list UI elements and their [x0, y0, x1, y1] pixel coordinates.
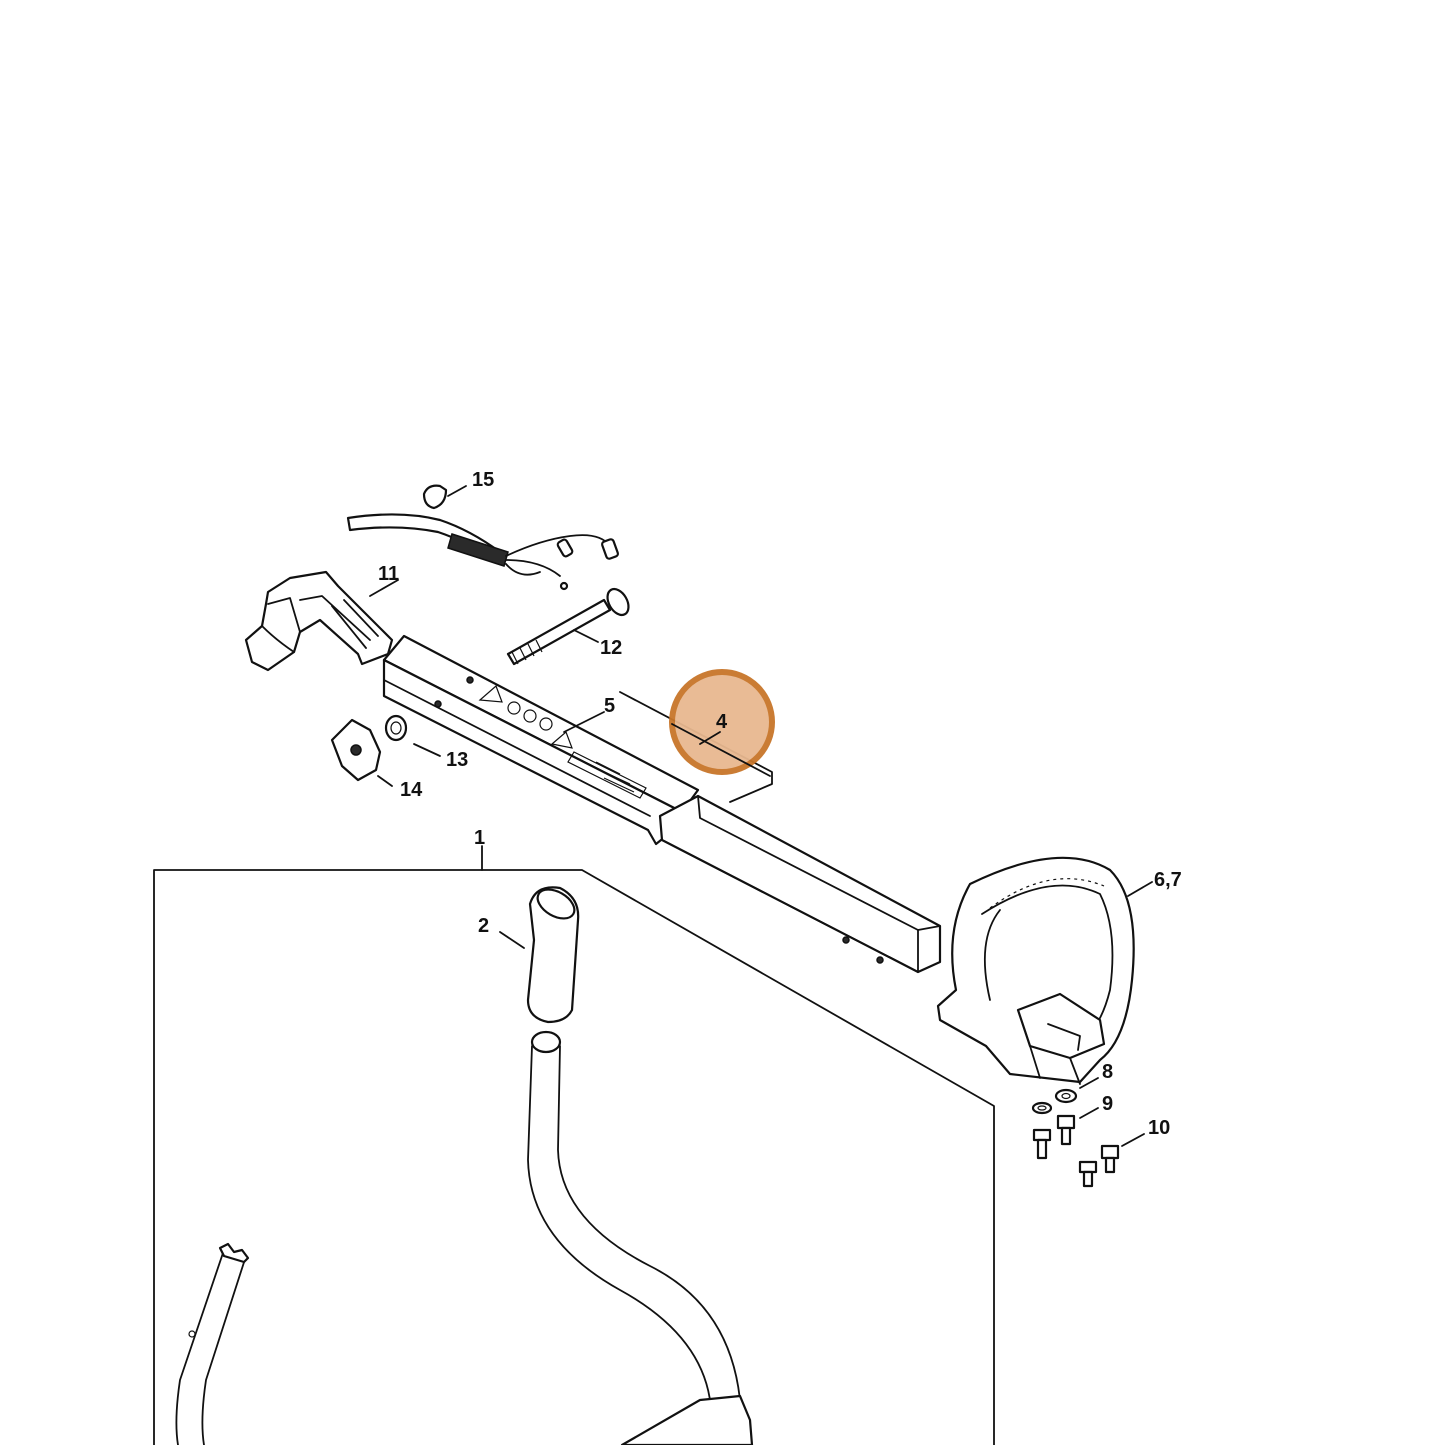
callout-11[interactable]: 11: [378, 563, 399, 585]
part-10-screws[interactable]: [1078, 1133, 1145, 1188]
handle-housing-upper: [382, 634, 700, 846]
callout-13[interactable]: 13: [446, 749, 468, 771]
callout-12[interactable]: 12: [600, 637, 622, 659]
callout-9[interactable]: 9: [1102, 1093, 1113, 1115]
part-6-7-loop-handle[interactable]: [936, 856, 1153, 1085]
callout-2[interactable]: 2: [478, 915, 489, 937]
part-1-frame: [153, 845, 995, 1445]
callout-1[interactable]: 1: [474, 827, 485, 849]
part-13-washer[interactable]: [384, 714, 441, 757]
part-8-washer[interactable]: [1031, 1077, 1099, 1115]
callout-6-7[interactable]: 6,7: [1154, 869, 1182, 891]
highlight-part-4: [669, 669, 775, 777]
callout-10[interactable]: 10: [1148, 1117, 1170, 1139]
callout-14[interactable]: 14: [400, 779, 423, 801]
part-11-housing[interactable]: [244, 570, 399, 672]
part-9-screws[interactable]: [1032, 1107, 1099, 1160]
throttle-cable-harness: [346, 513, 619, 591]
callout-15[interactable]: 15: [472, 469, 494, 491]
callout-4[interactable]: 4: [716, 711, 728, 733]
callout-8[interactable]: 8: [1102, 1061, 1113, 1083]
part-14-knob[interactable]: [330, 718, 393, 787]
part-12-bolt[interactable]: [506, 585, 633, 666]
part-15-clip[interactable]: [422, 484, 467, 510]
handle-housing-lower: [658, 794, 942, 974]
handlebar-tube: [175, 1030, 754, 1445]
callout-5[interactable]: 5: [604, 695, 615, 717]
part-2-grip[interactable]: [499, 884, 580, 1024]
